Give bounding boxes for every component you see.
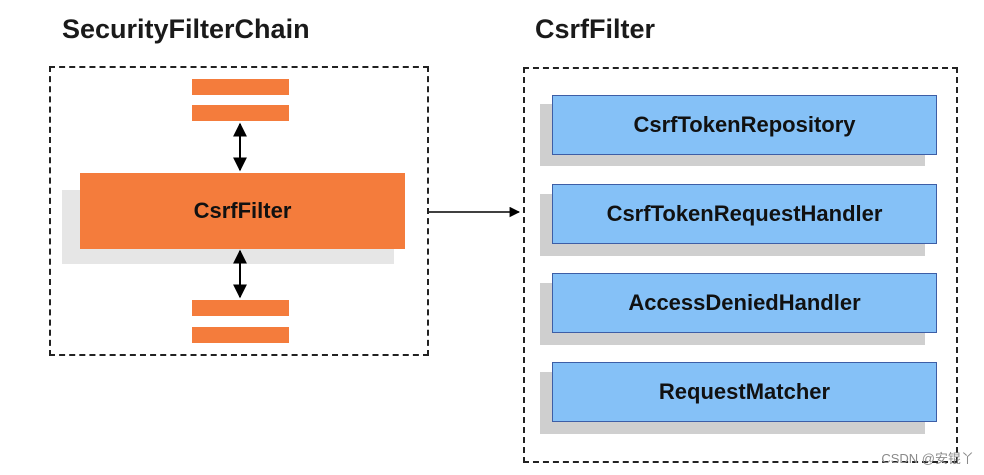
security-filter-chain-title: SecurityFilterChain [62,14,310,44]
component-csrf-token-repository: CsrfTokenRepository [552,95,937,155]
component-request-matcher: RequestMatcher [552,362,937,422]
component-label: CsrfTokenRepository [633,112,856,137]
csrf-filter-label: CsrfFilter [193,198,292,223]
filter-bar-bottom-2 [192,327,289,343]
component-label: RequestMatcher [658,379,831,404]
csrf-filter-title: CsrfFilter [535,14,656,44]
component-label: AccessDeniedHandler [628,290,861,315]
security-filter-chain-container [49,66,429,356]
filter-bar-bottom-1 [192,300,289,316]
watermark: CSDN @安锟丫 [881,451,974,466]
component-access-denied-handler: AccessDeniedHandler [552,273,937,333]
csrf-filter-block: CsrfFilter [80,173,405,249]
csrf-filter-container [523,67,958,463]
filter-bar-top-1 [192,79,289,95]
component-label: CsrfTokenRequestHandler [606,201,883,226]
component-csrf-token-request-handler: CsrfTokenRequestHandler [552,184,937,244]
filter-bar-top-2 [192,105,289,121]
